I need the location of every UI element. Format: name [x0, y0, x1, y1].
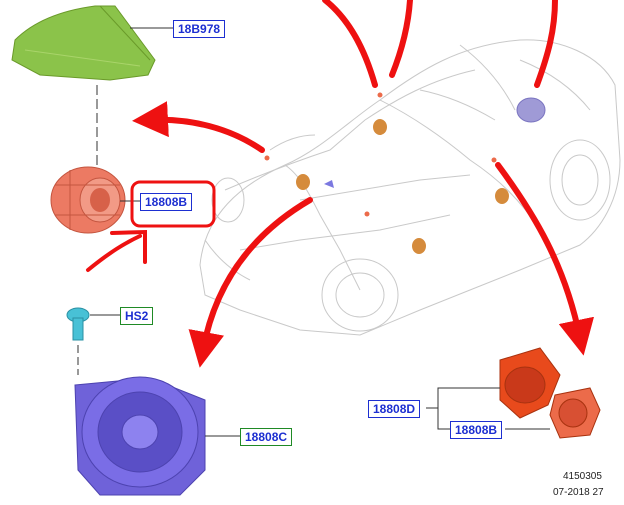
screw: [66, 307, 90, 341]
arrow-to-main-speaker: [188, 197, 313, 368]
location-dot: [412, 238, 426, 254]
hand-drawn-highlight: [130, 180, 216, 228]
reference-number: 4150305: [563, 471, 602, 482]
vehicle-outline: [199, 39, 621, 336]
callout-18808d: 18808D: [368, 400, 421, 418]
arrow-from-top-left: [322, 0, 378, 88]
location-dot: [296, 174, 310, 190]
subwoofer-location: [516, 97, 546, 123]
location-dot: [373, 119, 387, 135]
arrow-from-top-center: [389, 0, 413, 78]
callout-18808b-door: 18808B: [140, 193, 193, 211]
reference-date: 07-2018 27: [553, 487, 604, 498]
leader-lines-rear: [426, 387, 550, 430]
main-speaker: [74, 376, 206, 496]
tweeter-location: [324, 180, 334, 188]
arrow-to-door-speaker: [132, 101, 265, 153]
callout-18808b-rear: 18808B: [450, 421, 503, 439]
location-dot: [495, 188, 509, 204]
tweeter-cover: [11, 5, 156, 81]
location-arrows: [86, 0, 595, 368]
callout-hs2: HS2: [120, 307, 154, 325]
arrow-to-rear-speaker: [495, 162, 595, 356]
hand-drawn-arrow-tail: [110, 229, 147, 264]
speaker-locations: [264, 92, 546, 254]
door-speaker: [50, 166, 126, 234]
callout-18808c: 18808C: [240, 428, 293, 446]
callout-18b978: 18B978: [173, 20, 226, 38]
hand-drawn-arrow: [86, 234, 142, 272]
arrow-from-top-right: [534, 0, 558, 88]
rear-speaker: [499, 347, 601, 439]
